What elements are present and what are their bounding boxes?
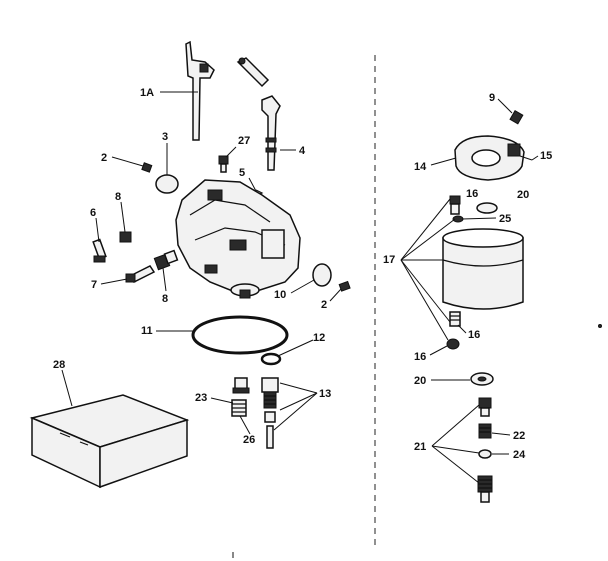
part-28-air-filter — [29, 394, 190, 489]
callout-20-upper: 20 — [517, 189, 529, 201]
callout-27: 27 — [238, 135, 250, 147]
callout-14: 14 — [414, 161, 427, 173]
part-16-upper — [449, 195, 461, 215]
leader-2-left — [111, 156, 144, 167]
part-1a-throttle-shaft — [185, 40, 215, 141]
leader-21c — [431, 445, 480, 484]
callout-13: 13 — [319, 388, 331, 400]
callout-3: 3 — [162, 131, 168, 143]
callout-2-left: 2 — [101, 152, 107, 164]
part-20-upper — [476, 202, 498, 214]
part-16-lower — [446, 338, 460, 350]
leader-17b — [400, 218, 456, 261]
leader-12 — [277, 339, 314, 357]
part-17-float-bowl — [442, 228, 524, 310]
callout-9: 9 — [489, 92, 495, 104]
callout-10: 10 — [274, 289, 286, 301]
part-26-spring — [231, 399, 247, 417]
part-13-needle-valve — [261, 377, 279, 449]
leader-10 — [290, 279, 315, 294]
callout-1a: 1A — [140, 87, 154, 99]
callout-4: 4 — [299, 145, 306, 157]
leader-26 — [239, 415, 251, 435]
part-12-washer — [260, 352, 282, 366]
leader-17a — [400, 198, 451, 261]
part-14-float — [454, 135, 525, 181]
leader-6 — [95, 217, 100, 243]
callout-7: 7 — [91, 279, 97, 291]
part-15-float-pin — [519, 155, 533, 161]
part-10-choke-plate — [312, 263, 332, 287]
callout-8-upper: 8 — [115, 191, 121, 203]
part-23-main-jet — [232, 377, 250, 394]
callout-5: 5 — [239, 167, 245, 179]
leader-7 — [100, 278, 128, 285]
callout-24: 24 — [513, 449, 526, 461]
part-20-lower — [470, 372, 494, 386]
callout-16-upper: 16 — [466, 188, 478, 200]
part-9-screw — [509, 109, 524, 125]
leader-17d — [400, 259, 451, 323]
part-2-screw-right — [338, 280, 351, 292]
callout-2-right: 2 — [321, 299, 327, 311]
leader-22 — [491, 432, 511, 436]
leader-15 — [531, 155, 539, 161]
part-6-idle-screw — [92, 238, 107, 263]
part-carburetor-body — [175, 179, 301, 299]
callout-23: 23 — [195, 392, 207, 404]
part-27-screw — [218, 155, 229, 173]
part-choke-shaft — [236, 57, 270, 88]
leader-21b — [431, 445, 480, 454]
callout-20-lower: 20 — [414, 375, 426, 387]
leader-14 — [430, 157, 457, 166]
leader-lines — [61, 91, 539, 484]
leader-23 — [210, 397, 234, 404]
part-3-throttle-plate — [155, 174, 179, 194]
leader-28 — [61, 369, 73, 407]
part-7-mixture-screw — [125, 265, 156, 283]
callout-15: 15 — [540, 150, 552, 162]
leader-25 — [461, 217, 497, 220]
part-21-drain-assembly — [477, 397, 493, 503]
part-8-bushing-lower — [153, 249, 179, 271]
leader-13b — [279, 392, 318, 411]
leader-2-right — [329, 288, 342, 302]
callout-25: 25 — [499, 213, 511, 225]
callout-22: 22 — [513, 430, 525, 442]
leader-27 — [225, 146, 237, 158]
leader-8-upper — [120, 201, 126, 233]
leader-17e — [400, 259, 449, 341]
leader-16-lower — [429, 345, 448, 356]
callout-16-middle: 16 — [468, 329, 480, 341]
part-2-screw-left — [141, 162, 153, 173]
stray-dot-right — [598, 324, 602, 328]
part-11-bowl-gasket — [191, 315, 289, 355]
leader-13a — [279, 382, 318, 394]
callout-16-lower: 16 — [414, 351, 426, 363]
part-4-choke-lever — [261, 95, 281, 171]
callout-17: 17 — [383, 254, 395, 266]
callout-21: 21 — [414, 441, 426, 453]
callout-28: 28 — [53, 359, 65, 371]
callout-8-lower: 8 — [162, 293, 168, 305]
leader-21a — [431, 404, 480, 447]
leader-16-middle — [457, 324, 467, 334]
callout-labels: 1A 2 3 27 4 5 6 8 7 8 10 2 11 12 13 23 2… — [53, 87, 552, 461]
leader-5 — [248, 177, 257, 192]
callout-11: 11 — [141, 325, 153, 337]
part-16-middle — [449, 311, 461, 327]
leader-8-lower — [162, 267, 167, 292]
leader-13c — [273, 392, 318, 431]
part-8-bushing-upper — [119, 231, 132, 243]
callout-12: 12 — [313, 332, 325, 344]
callout-26: 26 — [243, 434, 255, 446]
callout-6: 6 — [90, 207, 96, 219]
leader-9 — [497, 98, 513, 114]
